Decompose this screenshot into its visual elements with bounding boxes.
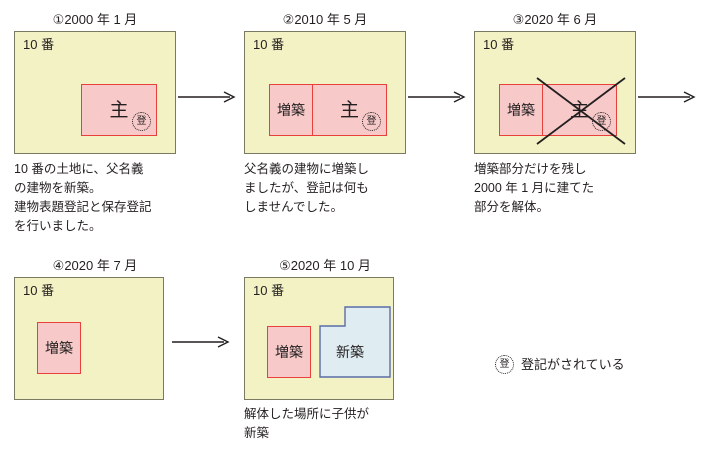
panel-3-extension-building: 増築 xyxy=(499,84,543,136)
panel-2-land-plot: 10 番 増築 主 登 xyxy=(244,31,406,154)
panel-3: ③2020 年 6 月 10 番 増築 主 登 xyxy=(474,12,636,157)
panel-5-land-label: 10 番 xyxy=(253,283,285,298)
arrow-4-to-5 xyxy=(172,336,230,348)
panel-5: ⑤2020 年 10 月 10 番 増築 新築 xyxy=(244,258,406,403)
registration-stamp-icon: 登 xyxy=(362,112,381,131)
panel-4-title: ④2020 年 7 月 xyxy=(52,258,138,273)
panel-2-title: ②2010 年 5 月 xyxy=(282,12,368,27)
panel-2-extension-building: 増築 xyxy=(269,84,313,136)
arrow-2-to-3 xyxy=(408,91,466,103)
panel-1-land-label: 10 番 xyxy=(23,37,55,52)
arrow-3-to-4 xyxy=(638,91,696,103)
panel-1-caption: 10 番の土地に、父名義 の建物を新築。 建物表題登記と保存登記 を行いました。 xyxy=(14,162,152,233)
panel-5-caption: 解体した場所に子供が 新築 xyxy=(244,407,370,440)
panel-4-land-label: 10 番 xyxy=(23,283,55,298)
legend-label: 登記がされている xyxy=(521,356,625,372)
panel-5-title: ⑤2020 年 10 月 xyxy=(279,258,371,273)
registration-stamp-icon: 登 xyxy=(495,355,514,374)
panel-5-land-plot: 10 番 増築 新築 xyxy=(244,277,394,400)
panel-3-caption: 増築部分だけを残し 2000 年 1 月に建てた 部分を解体。 xyxy=(474,162,595,214)
panel-1-land-plot: 10 番 主 登 xyxy=(14,31,176,154)
registration-stamp-icon: 登 xyxy=(592,112,611,131)
panel-5-new-building-label: 新築 xyxy=(336,344,364,360)
panel-2-main-building-label: 主 xyxy=(339,99,359,121)
panel-1: ①2000 年 1 月 10 番 主 登 xyxy=(14,12,176,157)
panel-4-extension-building: 増築 xyxy=(37,322,81,374)
panel-3-land-label: 10 番 xyxy=(483,37,515,52)
panel-2-main-building: 主 登 xyxy=(313,84,387,136)
panel-2-extension-label: 増築 xyxy=(277,102,305,118)
panel-3-title: ③2020 年 6 月 xyxy=(512,12,598,27)
panel-1-main-building: 主 登 xyxy=(81,84,157,136)
panel-4-land-plot: 10 番 増築 xyxy=(14,277,164,400)
panel-2-land-label: 10 番 xyxy=(253,37,285,52)
panel-2-caption: 父名義の建物に増築し ましたが、登記は何も しませんでした。 xyxy=(244,162,370,214)
panel-4-extension-label: 増築 xyxy=(45,340,73,356)
panel-2: ②2010 年 5 月 10 番 増築 主 登 xyxy=(244,12,406,157)
registration-stamp-icon: 登 xyxy=(132,112,151,131)
panel-3-land-plot: 10 番 増築 主 登 xyxy=(474,31,636,154)
arrow-1-to-2 xyxy=(178,91,236,103)
panel-3-main-building-label: 主 xyxy=(569,99,589,121)
panel-4: ④2020 年 7 月 10 番 増築 xyxy=(14,258,176,403)
new-building-shape-icon xyxy=(319,306,391,378)
panel-1-main-building-label: 主 xyxy=(109,99,129,121)
panel-3-demolished-building: 主 登 xyxy=(543,84,617,136)
panel-5-extension-label: 増築 xyxy=(275,344,303,360)
panel-1-title: ①2000 年 1 月 xyxy=(52,12,138,27)
legend: 登 登記がされている xyxy=(495,355,625,374)
panel-3-extension-label: 増築 xyxy=(507,102,535,118)
panel-5-new-building: 新築 xyxy=(319,306,391,378)
panel-5-extension-building: 増築 xyxy=(267,326,311,378)
